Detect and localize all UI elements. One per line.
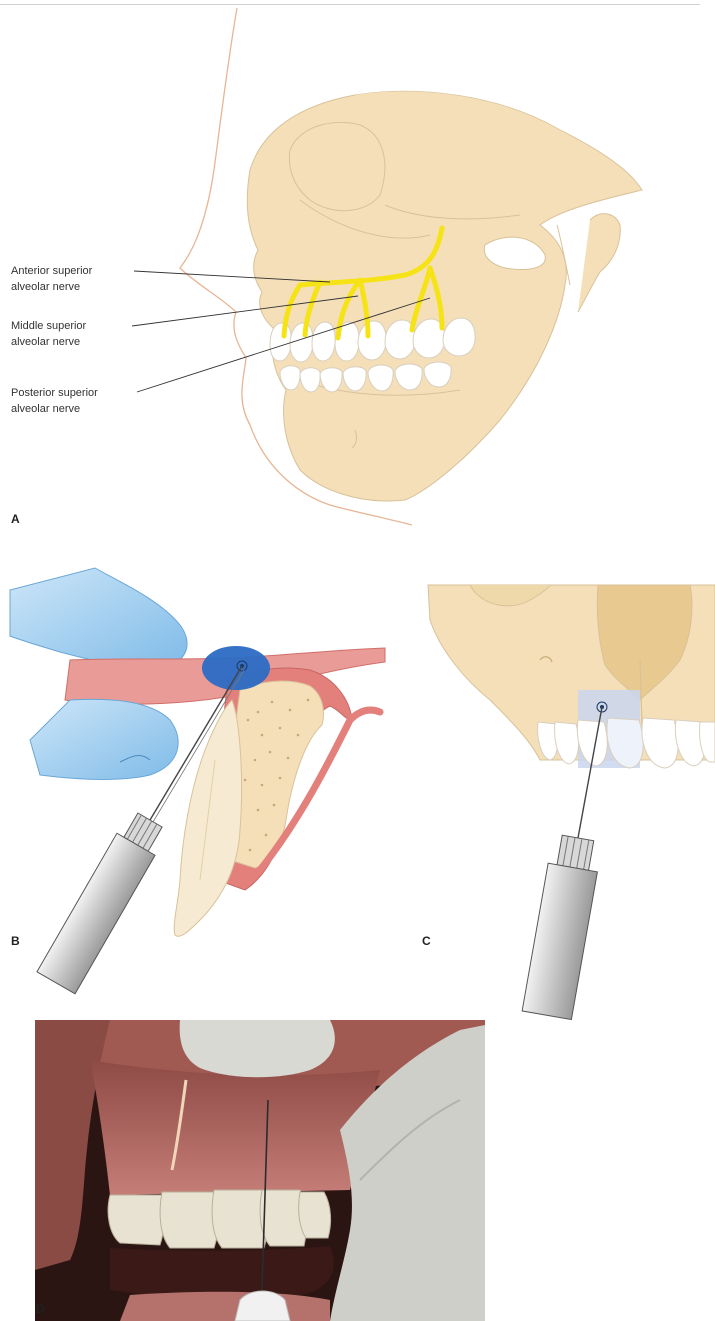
panel-b-lip-injection-illustration [10, 568, 385, 994]
label-posterior-line2: alveolar nerve [11, 401, 98, 417]
label-middle-line1: Middle superior [11, 318, 86, 334]
panel-c-front-skull-illustration [428, 585, 715, 1020]
glove-finger-upper [10, 568, 187, 668]
label-anterior-line1: Anterior superior [11, 263, 92, 279]
panel-letter-d: D [36, 1302, 45, 1316]
syringe-b [37, 809, 169, 994]
front-teeth [538, 718, 715, 768]
label-anterior-superior-alveolar-nerve: Anterior superior alveolar nerve [11, 263, 92, 295]
label-posterior-line1: Posterior superior [11, 385, 98, 401]
syringe-c [522, 834, 602, 1020]
label-anterior-line2: alveolar nerve [11, 279, 92, 295]
panel-a-skull-illustration [132, 8, 642, 525]
label-middle-line2: alveolar nerve [11, 334, 86, 350]
glove-finger-photo-top [180, 1020, 335, 1077]
styloid-process [578, 214, 620, 312]
panel-letter-b: B [11, 934, 20, 948]
glove-finger-lower [30, 699, 178, 779]
panel-letter-a: A [11, 512, 20, 526]
label-posterior-superior-alveolar-nerve: Posterior superior alveolar nerve [11, 385, 98, 417]
gum-tissue [90, 1060, 380, 1195]
alveolar-bone [229, 681, 323, 868]
panel-d-clinical-photo [35, 1020, 485, 1321]
photo-teeth [108, 1190, 331, 1248]
label-middle-superior-alveolar-nerve: Middle superior alveolar nerve [11, 318, 86, 350]
panel-letter-c: C [422, 934, 431, 948]
